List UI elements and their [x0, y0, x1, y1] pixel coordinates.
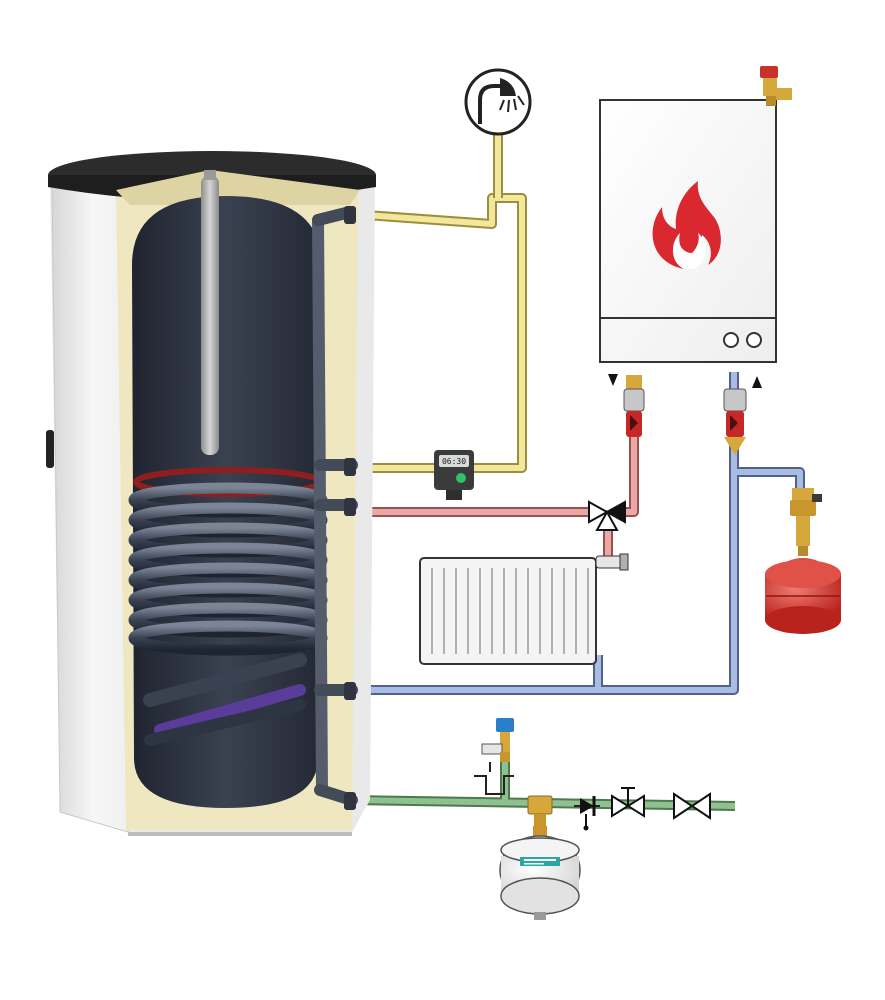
- radiator-thermostatic-valve: [595, 555, 623, 569]
- heating-expansion-vessel: [765, 488, 841, 634]
- storage-tank: [46, 151, 376, 836]
- tank-connections: [344, 206, 356, 810]
- anode-rod: [201, 175, 219, 455]
- boiler-return-fitting: [723, 388, 747, 455]
- dhw-hot-pipe: [351, 193, 527, 473]
- three-way-valve: [588, 500, 626, 531]
- dhw-circulation-pump: 06:30: [434, 450, 474, 500]
- dhw-vessel-label: [520, 857, 560, 866]
- check-valve: [574, 796, 600, 831]
- tank-side-port: [46, 430, 54, 468]
- heating-flow-pipe: [352, 400, 639, 517]
- pump-status-light: [456, 473, 466, 483]
- boiler-gauge-left: [723, 332, 739, 348]
- pump-timer-display: 06:30: [442, 457, 466, 466]
- dhw-expansion-vessel: [499, 826, 581, 920]
- flow-direction-arrow-down: [608, 374, 618, 386]
- shower-icon: [464, 68, 532, 136]
- boiler-flow-fitting: [623, 375, 645, 437]
- shut-off-valve: [673, 792, 711, 820]
- boiler: [599, 99, 777, 363]
- boiler-gauge-right: [746, 332, 762, 348]
- pressure-reducing-valve: [611, 787, 645, 818]
- flame-icon: [652, 181, 721, 269]
- tank-inner-vessel: [132, 196, 322, 808]
- boiler-safety-valve: [760, 66, 792, 106]
- flow-direction-arrow-up: [752, 376, 762, 388]
- dhw-safety-valve: [474, 718, 514, 795]
- cold-supply-tee: [527, 795, 553, 830]
- radiator: [419, 553, 629, 665]
- heat-exchanger-lower-tubes: [143, 653, 307, 746]
